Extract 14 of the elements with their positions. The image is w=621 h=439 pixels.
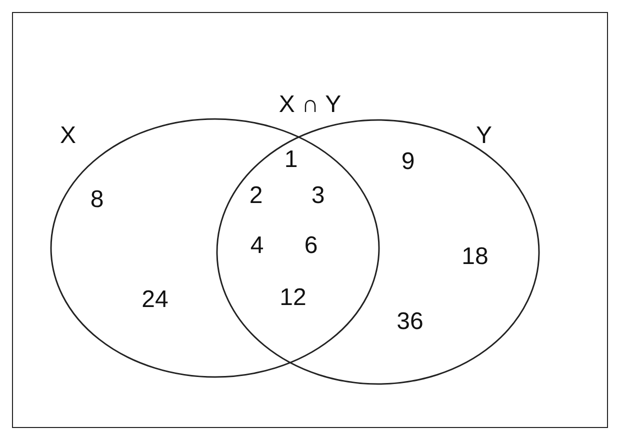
element-number: 12 [280,286,306,310]
element-number: 2 [249,184,263,208]
element-number: 18 [462,245,488,269]
set-label: X [60,124,76,148]
element-number: 24 [142,288,168,312]
element-number: 8 [90,188,104,212]
element-number: 4 [250,234,264,258]
set-label: X ∩ Y [278,93,342,117]
set-label: Y [476,124,492,148]
element-number: 36 [396,310,424,334]
element-number: 3 [311,184,325,208]
element-number: 1 [284,148,298,172]
element-number: 6 [304,234,318,258]
element-number: 9 [401,150,415,174]
